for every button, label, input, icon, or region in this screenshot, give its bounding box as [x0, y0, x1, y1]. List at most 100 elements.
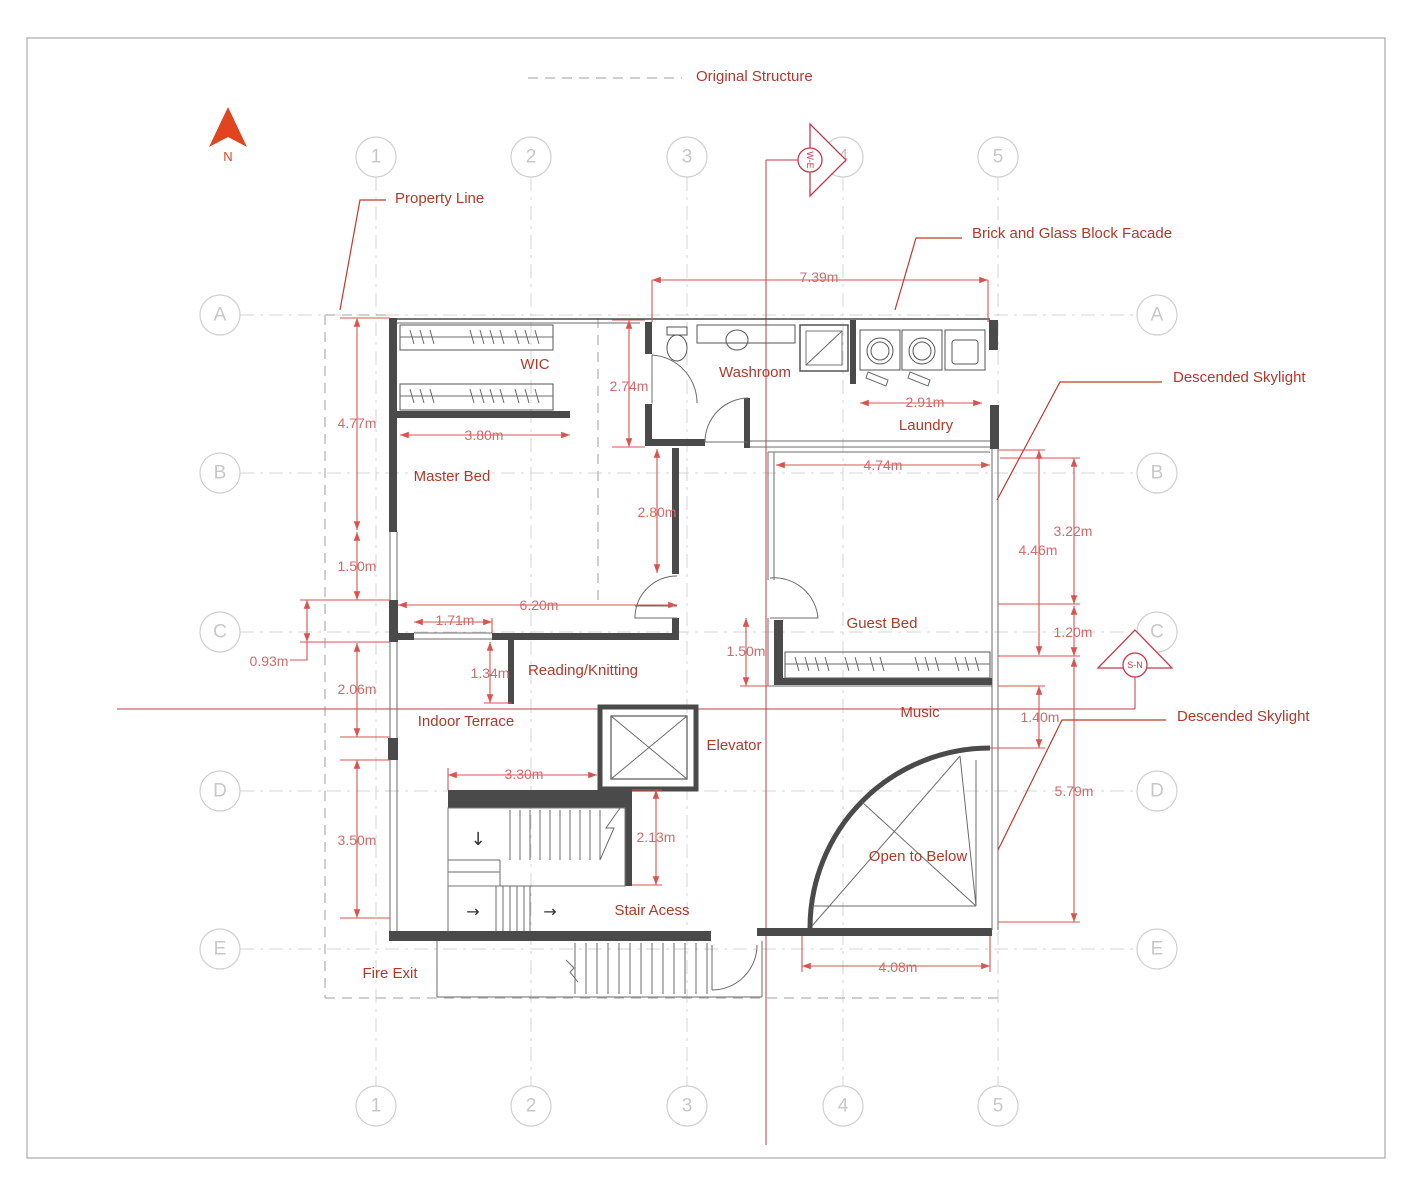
grid-row-label: D [213, 781, 227, 802]
dimension-stair-depth: 3.50m [338, 832, 377, 848]
grid-row-label: B [214, 463, 227, 484]
washroom-fixtures [666, 324, 849, 372]
dimension-offset: 0.93m [250, 653, 289, 669]
stair-down-arrow-icon: ↓ [470, 829, 485, 850]
grid-row-label: A [1151, 305, 1164, 326]
grid-row-label: D [1150, 781, 1164, 802]
dimension-music-depth: 1.40m [1021, 709, 1060, 725]
section-marker-west-east: W-E [797, 122, 847, 198]
open-to-below [807, 745, 991, 929]
room-label-open-below: Open to Below [869, 848, 968, 865]
room-label-elevator: Elevator [706, 737, 761, 754]
grid-column-label: 2 [526, 147, 537, 168]
grid-column-label: 3 [682, 1096, 693, 1117]
door-swing-guest [769, 577, 819, 619]
doors [634, 354, 819, 991]
dimension-wic-width: 3.80m [465, 427, 504, 443]
north-arrow-icon [209, 107, 247, 147]
fire-exit-stair [565, 943, 708, 994]
legend: Original Structure [528, 68, 813, 85]
north-label: N [223, 149, 232, 164]
grid-column-label: 1 [371, 147, 382, 168]
door-swing-master [634, 575, 678, 619]
stair-right-arrow-icon: → [543, 902, 556, 921]
dimension-skylight-lower-height: 5.79m [1055, 783, 1094, 799]
utility-sink-icon [944, 329, 986, 371]
elevator-car [610, 715, 688, 780]
vanity-counter [696, 324, 796, 344]
door-swing-corridor [704, 397, 749, 443]
dimension-closet-depth: 1.50m [727, 643, 766, 659]
section-label: W-E [805, 151, 815, 168]
room-labels: WIC Washroom Laundry Master Bed Guest Be… [362, 356, 967, 982]
room-label-washroom: Washroom [719, 364, 791, 381]
grid-column-label: 5 [993, 147, 1004, 168]
grid-columns-bottom: 1 2 3 4 5 [355, 1085, 1019, 1127]
room-label-reading: Reading/Knitting [528, 662, 638, 679]
dimension-terrace-depth: 2.06m [338, 681, 377, 697]
grid-rows-left: A B C D E [199, 294, 241, 970]
toilet-icon [666, 334, 688, 362]
dimension-master-width: 6.20m [520, 597, 559, 613]
grid-lines [240, 177, 1137, 1086]
grid-row-label: E [214, 939, 227, 960]
section-marker-south-north: S-N [1096, 629, 1174, 678]
guest-closet [784, 651, 991, 679]
grid-column-label: 2 [526, 1096, 537, 1117]
dimension-washroom-depth: 2.74m [610, 378, 649, 394]
facade-label: Brick and Glass Block Facade [972, 225, 1172, 242]
grid-row-label: E [1151, 939, 1164, 960]
sink-icon [725, 329, 749, 351]
washer-icon [859, 329, 901, 371]
property-line-leader [339, 199, 386, 311]
grid-row-label: C [1150, 622, 1164, 643]
grid-column-label: 3 [682, 147, 693, 168]
laundry-fixtures [859, 329, 986, 387]
dimension-corridor-depth: 2.80m [638, 504, 677, 520]
dimension-gap: 1.20m [1054, 624, 1093, 640]
grid-column-label: 5 [993, 1096, 1004, 1117]
door-swing-fire-exit [711, 944, 758, 991]
facade-leader [894, 237, 962, 311]
room-label-guest-bed: Guest Bed [847, 615, 918, 632]
sheet-border [26, 37, 1386, 1159]
grid-column-label: 1 [371, 1096, 382, 1117]
walls [388, 318, 999, 998]
property-line-label: Property Line [395, 190, 484, 207]
room-label-master-bed: Master Bed [414, 468, 491, 485]
dimensions: 7.39m 2.91m 4.77m 3.80m 2.74m 2.80m 4.74… [250, 269, 1094, 975]
annotations: Property Line Brick and Glass Block Faca… [339, 190, 1310, 851]
grid-rows-right: A B C D E [1136, 294, 1178, 970]
dimension-window-height: 1.50m [338, 558, 377, 574]
north-arrow: N [209, 107, 247, 164]
grid-columns-top: 1 2 3 4 5 [355, 136, 1019, 178]
skylight-lower-label: Descended Skylight [1177, 708, 1310, 725]
dimension-laundry-width: 2.91m [906, 394, 945, 410]
grid-row-label: B [1151, 463, 1164, 484]
section-label: S-N [1127, 660, 1143, 670]
skylight-upper-label: Descended Skylight [1173, 369, 1306, 386]
open-to-below-arc [807, 745, 991, 929]
grid-column-label: 4 [838, 1096, 849, 1117]
room-label-stair: Stair Acess [614, 902, 689, 919]
stair-right-arrow-icon: → [466, 902, 479, 921]
dryer-icon [901, 329, 943, 371]
room-label-indoor-terrace: Indoor Terrace [418, 713, 514, 730]
wic-closet-lower [397, 383, 570, 418]
wic-closet-upper [399, 324, 554, 351]
grid-row-label: C [213, 622, 227, 643]
dimension-master-depth: 4.77m [338, 415, 377, 431]
dimension-stair-width: 3.30m [505, 766, 544, 782]
room-label-fire-exit: Fire Exit [362, 965, 418, 982]
dimension-window-width: 1.71m [436, 612, 475, 628]
room-label-laundry: Laundry [899, 417, 954, 434]
dimension-guest-depth: 4.46m [1019, 542, 1058, 558]
main-stair: ↓ → → [447, 807, 626, 931]
skylight-upper-leader [996, 381, 1162, 501]
skylight-lower-leader [997, 719, 1166, 851]
elevator-shaft [597, 704, 699, 792]
door-swing-washroom [651, 354, 698, 404]
legend-label: Original Structure [696, 68, 813, 85]
dimension-open-width: 4.08m [879, 959, 918, 975]
